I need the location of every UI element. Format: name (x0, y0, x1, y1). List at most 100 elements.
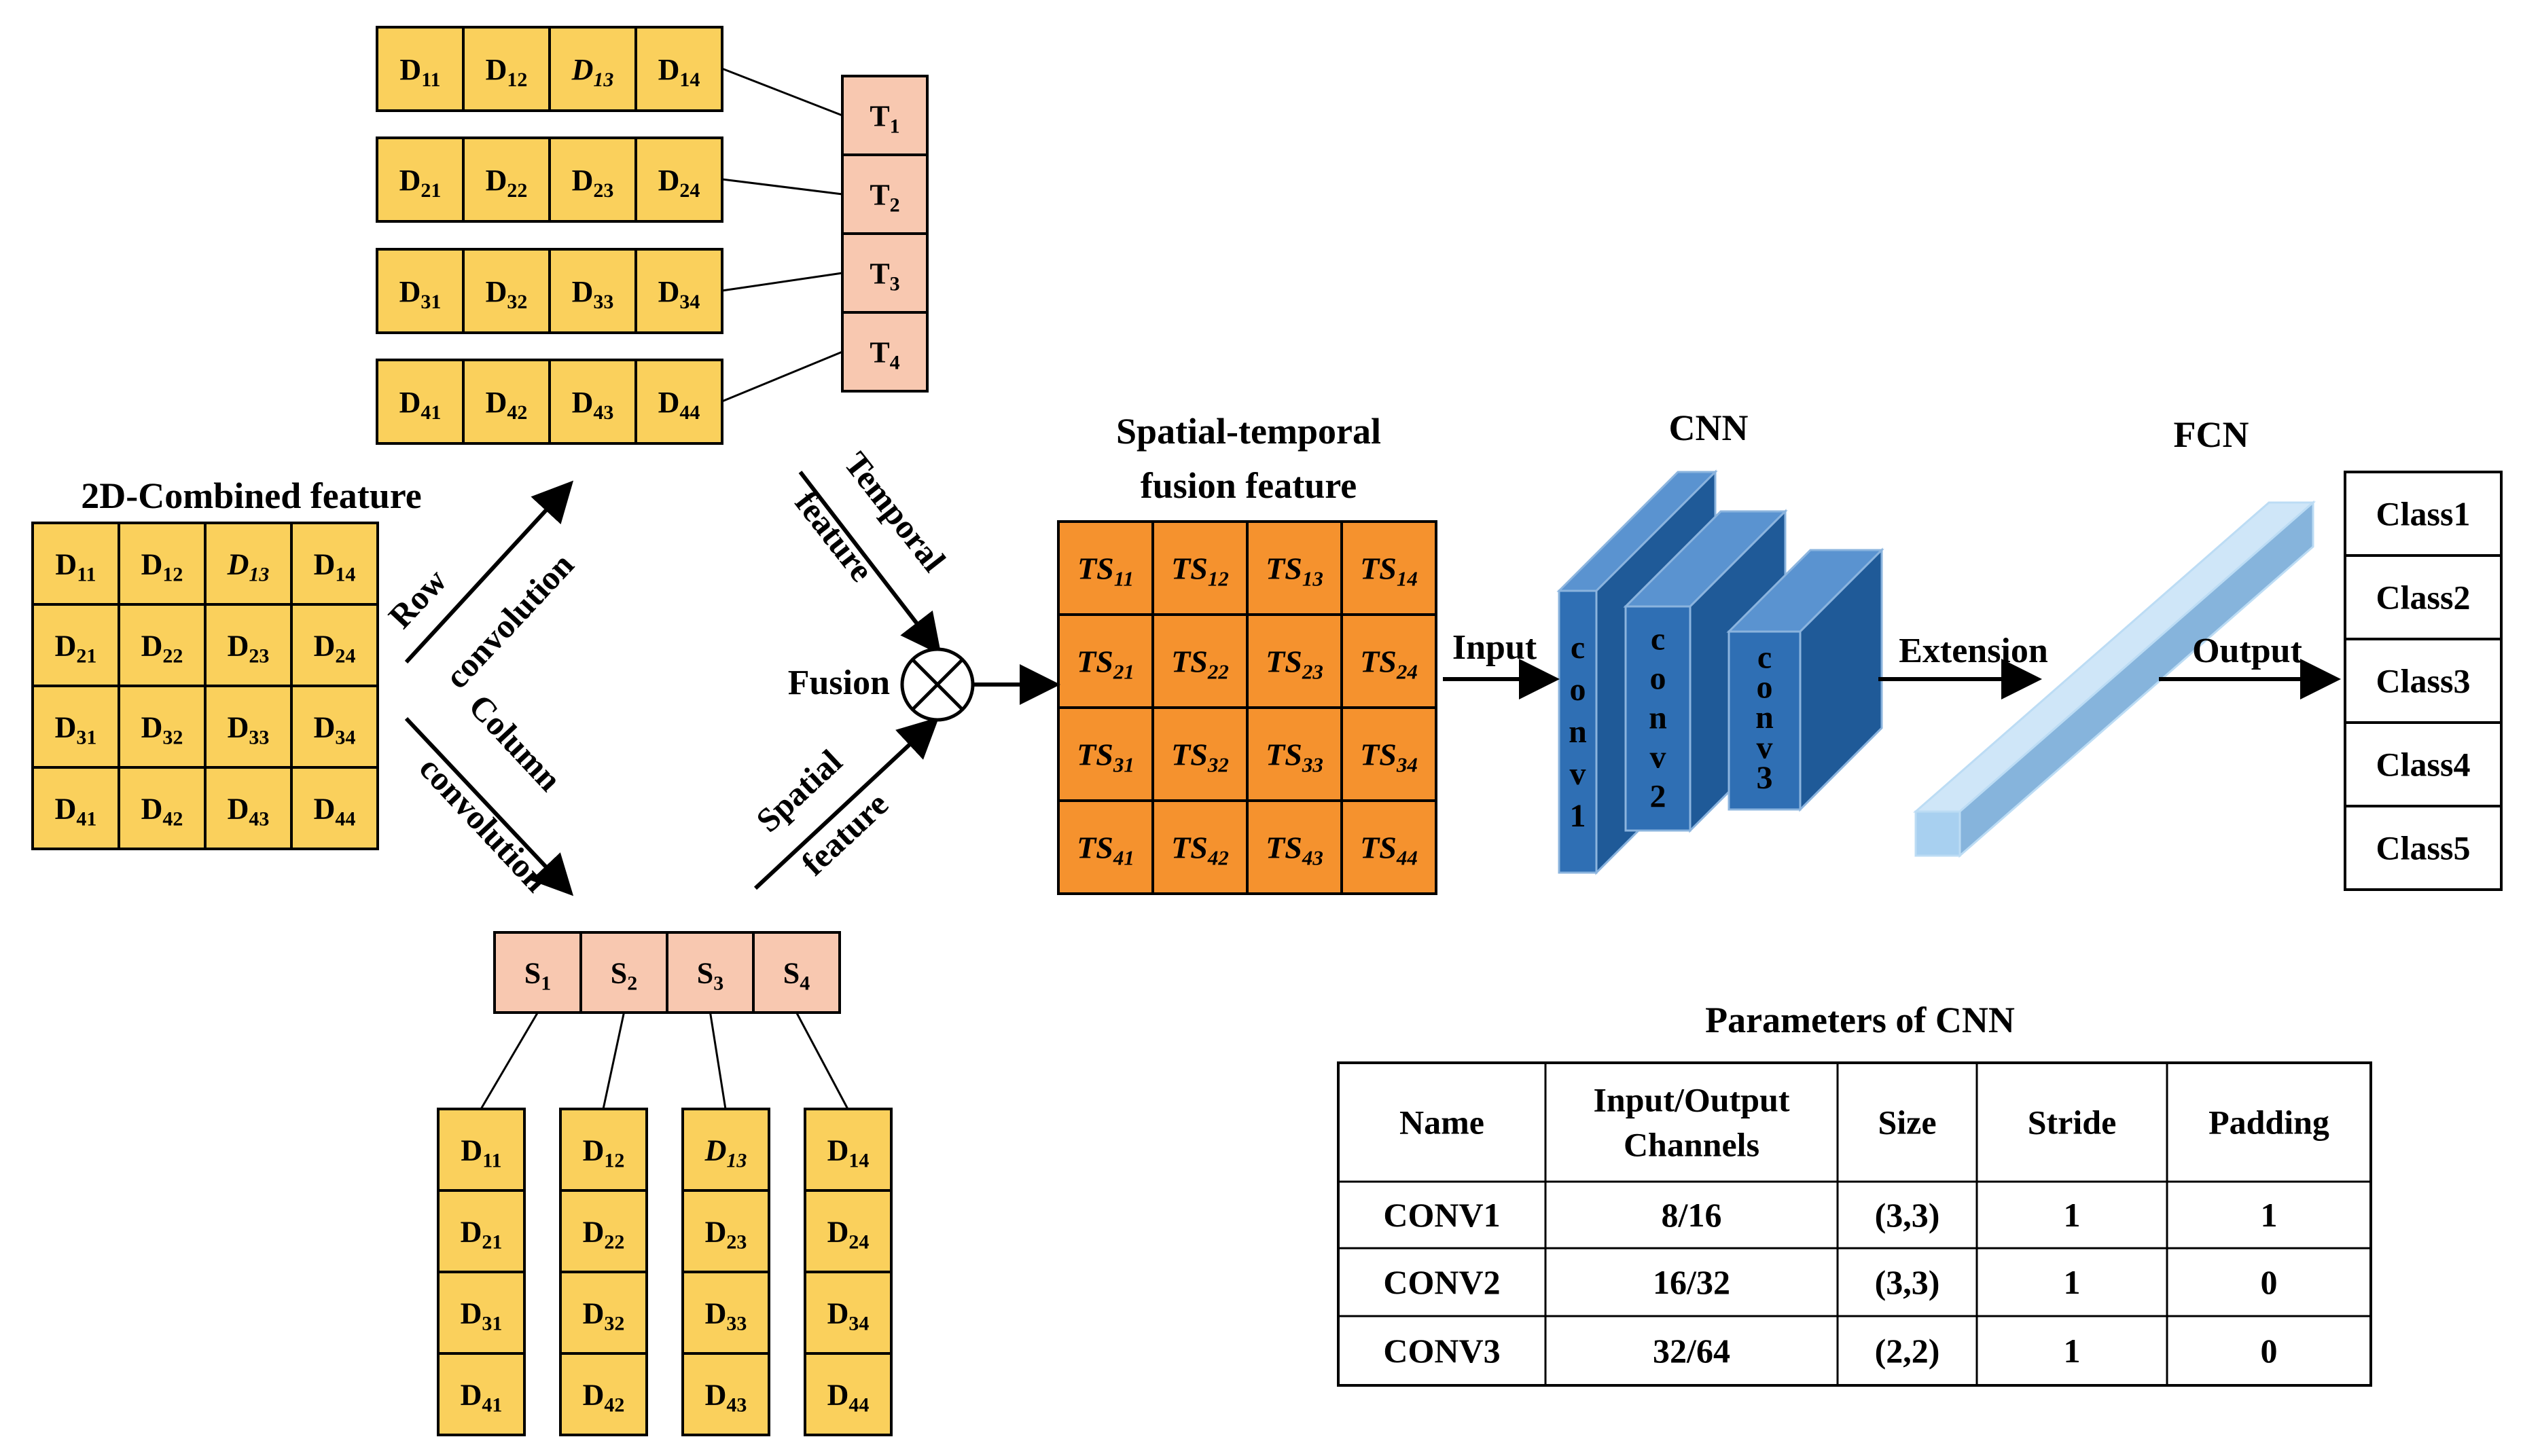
combined-feature-cell-label: D24 (314, 629, 356, 667)
s-vector-cell (493, 931, 582, 1014)
temporal-connector-line (721, 350, 843, 403)
fusion-feature-cell (1340, 799, 1437, 895)
row-vector-cell-label: D41 (399, 386, 442, 424)
row-vector-cell (548, 248, 637, 334)
conv-block-label-char: v (1757, 730, 1773, 766)
column-vector-cell (437, 1271, 526, 1355)
table-cell: 0 (2261, 1263, 2278, 1301)
conv-block-label-char: o (1570, 672, 1586, 708)
conv-block-label-char: n (1649, 700, 1667, 736)
fusion-feature-cell-label: TS43 (1266, 831, 1323, 870)
column-vector-cell-label: D12 (583, 1133, 625, 1171)
row-vector-cell-label: D34 (658, 275, 700, 313)
fusion-feature-cell (1057, 613, 1154, 709)
conv-block-label-char: v (1650, 740, 1666, 776)
fusion-feature-cell (1246, 520, 1343, 616)
combined-feature-cell (118, 766, 207, 850)
combined-feature-cell-label: D21 (55, 629, 97, 667)
conv-block-label-char: v (1570, 756, 1586, 792)
s-vector-cell (666, 931, 755, 1014)
conv-block-label-char: 2 (1650, 779, 1666, 815)
fusion-feature-cell (1057, 706, 1154, 802)
class-box (2344, 554, 2503, 640)
spatial-connector-line (602, 1012, 625, 1110)
column-vector-cell-label: D41 (461, 1378, 503, 1416)
spatial-connector-line (795, 1012, 849, 1110)
table-cell: CONV2 (1383, 1263, 1500, 1301)
row-vector-cell-label: D14 (658, 53, 700, 91)
fusion-feature-cell-label: TS32 (1171, 738, 1229, 777)
spatial-connector-line (709, 1012, 727, 1110)
row-vector-cell-label: D21 (399, 164, 442, 202)
table-cell: 1 (2064, 1196, 2081, 1234)
s-vector-cell-label: S4 (783, 956, 810, 994)
row-vector-cell (634, 248, 723, 334)
row-vector-cell (376, 26, 465, 112)
conv-block-label-char: n (1569, 714, 1587, 750)
row-vector-cell (548, 26, 637, 112)
column-vector-cell-label: D44 (827, 1378, 870, 1416)
column-vector-cell (559, 1271, 648, 1355)
temporal-connectors (721, 67, 843, 403)
column-vector-cell-label: D31 (461, 1296, 503, 1334)
t-vector-cell-label: T3 (870, 257, 899, 295)
fcn-bar (1913, 500, 2316, 858)
column-vector-cell-label: D34 (827, 1296, 870, 1334)
fcn-title: FCN (2174, 414, 2249, 455)
combined-feature-cell-label: D42 (141, 792, 183, 830)
fusion-feature-cell-label: TS24 (1360, 644, 1418, 684)
fusion-feature-cell-label: TS33 (1266, 738, 1323, 777)
column-vector-cell (681, 1271, 770, 1355)
spatial-feature-arrow (753, 716, 940, 890)
combined-feature-cell (290, 522, 379, 606)
s-vector-cell-label: S2 (611, 956, 637, 994)
fusion-feature-cell (1151, 799, 1249, 895)
column-vector-cell (804, 1189, 893, 1273)
column-vector-cell-label: D11 (461, 1133, 501, 1171)
table-header-cell: Padding (2208, 1104, 2329, 1142)
fcn-bar-front (1914, 810, 1961, 857)
combined-feature-cell-label: D12 (141, 547, 183, 585)
class-box (2344, 638, 2503, 724)
combined-feature-title: 2D-Combined feature (81, 475, 421, 516)
row-vector-cell-label: D23 (572, 164, 614, 202)
column-vector-cell (559, 1352, 648, 1436)
row-vector-cell-label: D24 (658, 164, 700, 202)
class-label: Class5 (2376, 829, 2471, 867)
column-vector-cell-label: D14 (827, 1133, 870, 1171)
fusion-feature-cell-label: TS23 (1266, 644, 1323, 684)
table-cell: 16/32 (1653, 1263, 1730, 1301)
class-label: Class3 (2376, 662, 2471, 700)
spatial-connectors (480, 1012, 849, 1110)
row-vector-cell (462, 248, 551, 334)
table-border (1337, 1061, 2372, 1387)
table-cell: (2,2) (1875, 1332, 1940, 1370)
conv-block-label-char: 3 (1757, 760, 1773, 796)
row-vector-cell (634, 26, 723, 112)
column-vector-cell (437, 1352, 526, 1436)
fusion-feature-cell-label: TS12 (1171, 551, 1229, 591)
column-vector-cell-label: D21 (461, 1215, 503, 1253)
table-cell: (3,3) (1875, 1196, 1940, 1234)
table-cell: 32/64 (1653, 1332, 1730, 1370)
fusion-feature-cell (1151, 520, 1249, 616)
combined-feature-cell-label: D23 (228, 629, 270, 667)
s-vector-cell-label: S3 (697, 956, 723, 994)
row-vector-cell-label: D43 (572, 386, 614, 424)
column-vector-cell-label: D43 (705, 1378, 747, 1416)
combined-feature-cell-label: D41 (55, 792, 97, 830)
fusion-feature-cell-label: TS31 (1077, 738, 1134, 777)
combined-feature-cell-label: D13 (227, 547, 270, 585)
combined-feature-cell (290, 766, 379, 850)
output-label: Output (2192, 632, 2303, 670)
temporal-feature-arrow (798, 471, 942, 655)
table-header-cell: Channels (1624, 1126, 1759, 1164)
table-cell: (3,3) (1875, 1263, 1940, 1301)
column-vectors: D11D21D31D41D12D22D32D42D13D23D33D43D14D… (437, 1108, 893, 1436)
column-convolution-arrow (404, 716, 574, 896)
